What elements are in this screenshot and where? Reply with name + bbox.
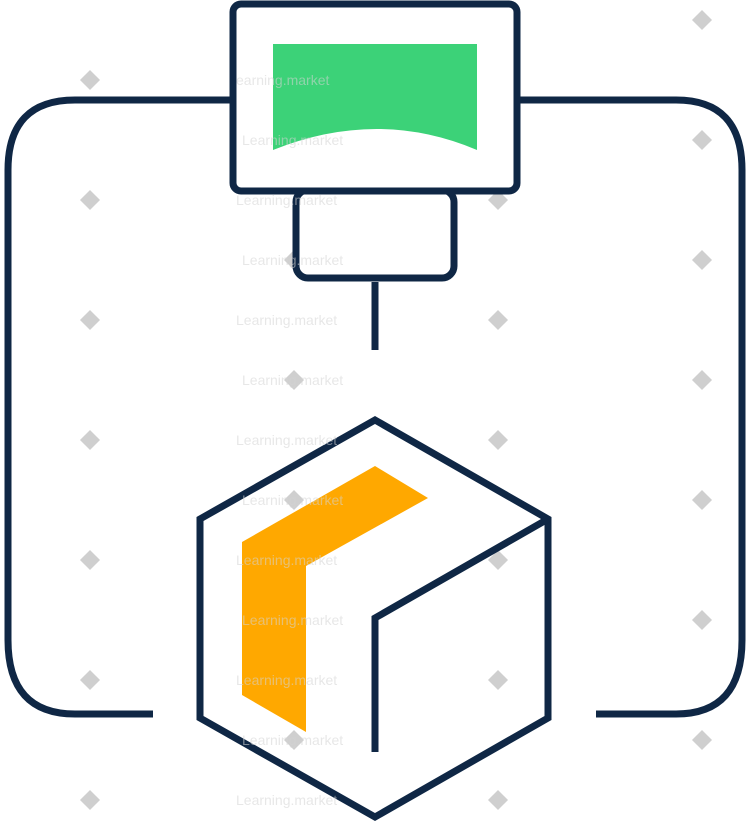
watermark-diamond-icon bbox=[488, 550, 508, 570]
watermark-diamond-icon bbox=[692, 370, 712, 390]
watermark-diamond-icon bbox=[80, 430, 100, 450]
watermark-text: Learning.market bbox=[236, 192, 337, 208]
watermark-text: Learning.market bbox=[236, 312, 337, 328]
watermark-text: Learning.market bbox=[236, 552, 337, 568]
watermark-diamond-icon bbox=[284, 730, 304, 750]
watermark-text: Learning.market bbox=[242, 492, 343, 508]
watermark-text: Learning.market bbox=[236, 432, 337, 448]
watermark-diamond-icon bbox=[80, 550, 100, 570]
print-head-screen bbox=[273, 44, 477, 150]
watermark-text: Learning.market bbox=[236, 672, 337, 688]
watermark-diamond-icon bbox=[692, 130, 712, 150]
watermark-diamond-icon bbox=[692, 10, 712, 30]
watermark-diamond-icon bbox=[284, 370, 304, 390]
watermark-text: Learning.market bbox=[242, 372, 343, 388]
watermark-diamond-icon bbox=[692, 610, 712, 630]
watermark-text: Learning.market bbox=[236, 792, 337, 808]
watermark-diamond-icon bbox=[488, 430, 508, 450]
watermark-diamond-icon bbox=[692, 730, 712, 750]
watermark-diamond-icon bbox=[488, 670, 508, 690]
watermark-text: Learning.market bbox=[242, 732, 343, 748]
printer-frame-right bbox=[517, 96, 746, 718]
watermark-diamond-icon bbox=[80, 790, 100, 810]
watermark-text: Learning.market bbox=[242, 612, 343, 628]
package-box-tape bbox=[242, 466, 428, 732]
watermark-diamond-icon bbox=[692, 250, 712, 270]
watermark-diamond-icon bbox=[488, 190, 508, 210]
watermark-diamond-icon bbox=[488, 790, 508, 810]
package-box-inner-edge bbox=[371, 515, 550, 752]
watermark-text: earning.market bbox=[236, 72, 329, 88]
watermark-text: Learning.market bbox=[242, 252, 343, 268]
watermark-diamond-icon bbox=[692, 490, 712, 510]
watermark-text-layer: earning.marketLearning.marketLearning.ma… bbox=[236, 72, 343, 808]
watermark-diamond-icon bbox=[80, 670, 100, 690]
watermark-diamond-icon bbox=[284, 490, 304, 510]
watermark-diamond-icon bbox=[80, 190, 100, 210]
watermark-diamond-icon bbox=[80, 310, 100, 330]
watermark-text: Learning.market bbox=[242, 132, 343, 148]
watermark-diamond-icon bbox=[488, 310, 508, 330]
printer-frame bbox=[4, 96, 232, 718]
watermark-diamond-icon bbox=[80, 70, 100, 90]
